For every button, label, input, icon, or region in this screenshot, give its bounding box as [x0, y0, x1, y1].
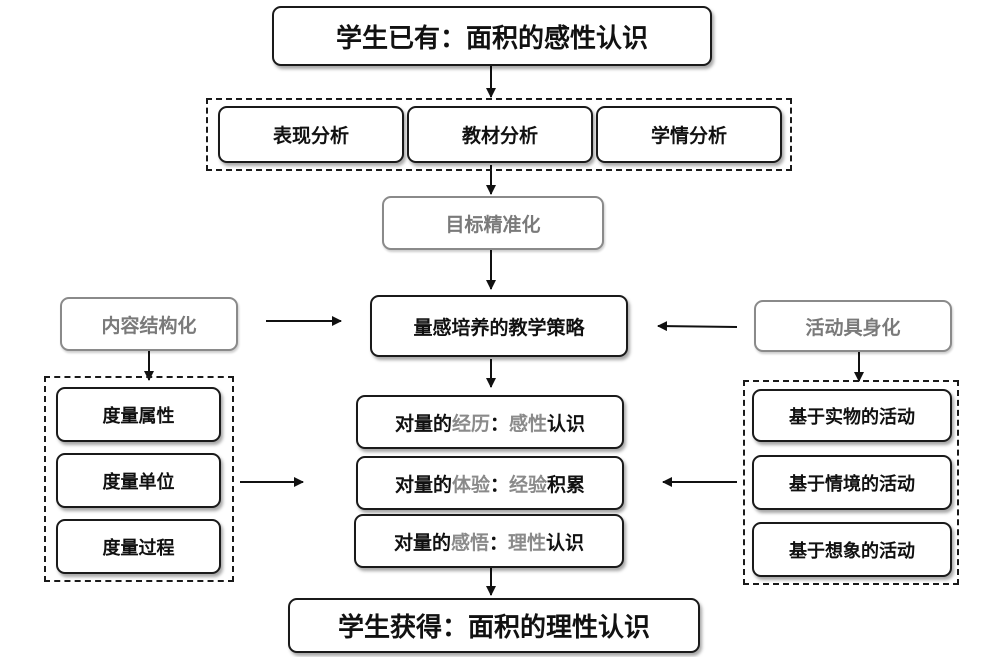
left-item-label: 度量属性	[102, 405, 175, 427]
right-item-label: 基于情境的活动	[789, 473, 915, 495]
center-item-part: 感悟	[450, 531, 489, 554]
center-item-part: 感性	[509, 412, 548, 435]
left-item-label: 度量过程	[102, 537, 175, 559]
center-item-part: 对量的	[394, 412, 452, 435]
center-item-part: 认识	[546, 531, 585, 554]
left-group-frame	[44, 376, 234, 582]
center-item-part: 对量的	[394, 473, 452, 496]
center-item-part: 对量的	[393, 531, 451, 554]
analysis-node-learner: 学情分析	[596, 106, 782, 163]
center-item-part: ：	[488, 531, 508, 554]
right-item-physical: 基于实物的活动	[752, 389, 952, 442]
analysis-node-textbook: 教材分析	[407, 106, 593, 163]
center-item-insight: 对量的感悟：理性认识	[354, 514, 624, 568]
center-item-part: 理性	[508, 531, 547, 554]
center-item-part: 经验	[509, 473, 548, 496]
bottom-node-label: 学生获得：面积的理性认识	[337, 613, 650, 643]
right-group-frame	[743, 380, 959, 585]
center-item-part: ：	[489, 412, 509, 435]
left-item-label: 度量单位	[102, 471, 175, 493]
right-group-header-label: 活动具身化	[805, 316, 901, 339]
right-item-label: 基于实物的活动	[789, 406, 915, 428]
center-item-perception: 对量的体验：经验积累	[356, 456, 624, 510]
center-item-part: 积累	[547, 473, 586, 496]
left-item-unit: 度量单位	[56, 453, 221, 508]
center-item-experience: 对量的经历：感性认识	[356, 395, 624, 449]
center-item-part: 认识	[547, 412, 586, 435]
center-item-part: ：	[489, 473, 509, 496]
right-item-situational: 基于情境的活动	[752, 455, 952, 510]
left-group-header: 内容结构化	[60, 297, 238, 351]
left-item-process: 度量过程	[56, 519, 221, 574]
analysis-group-frame	[206, 98, 792, 171]
right-item-label: 基于想象的活动	[789, 540, 915, 562]
analysis-node-performance: 表现分析	[218, 106, 404, 163]
arrow-right-header-to-strategy	[657, 321, 738, 332]
top-node: 学生已有：面积的感性认识	[272, 6, 712, 66]
center-item-part: 经历	[451, 412, 490, 435]
right-item-imaginative: 基于想象的活动	[752, 522, 952, 577]
top-node-label: 学生已有：面积的感性认识	[335, 23, 648, 54]
strategy-node-label: 量感培养的教学策略	[413, 316, 585, 339]
target-node: 目标精准化	[382, 196, 604, 250]
bottom-node: 学生获得：面积的理性认识	[288, 598, 700, 653]
strategy-node: 量感培养的教学策略	[370, 295, 628, 357]
target-node-label: 目标精准化	[445, 213, 541, 236]
center-item-part: 体验	[451, 473, 490, 496]
left-item-attribute: 度量属性	[56, 387, 221, 442]
left-group-header-label: 内容结构化	[101, 314, 197, 337]
right-group-header: 活动具身化	[754, 300, 952, 352]
analysis-node-label: 学情分析	[650, 125, 727, 147]
analysis-node-label: 表现分析	[272, 125, 349, 147]
analysis-node-label: 教材分析	[461, 125, 538, 147]
